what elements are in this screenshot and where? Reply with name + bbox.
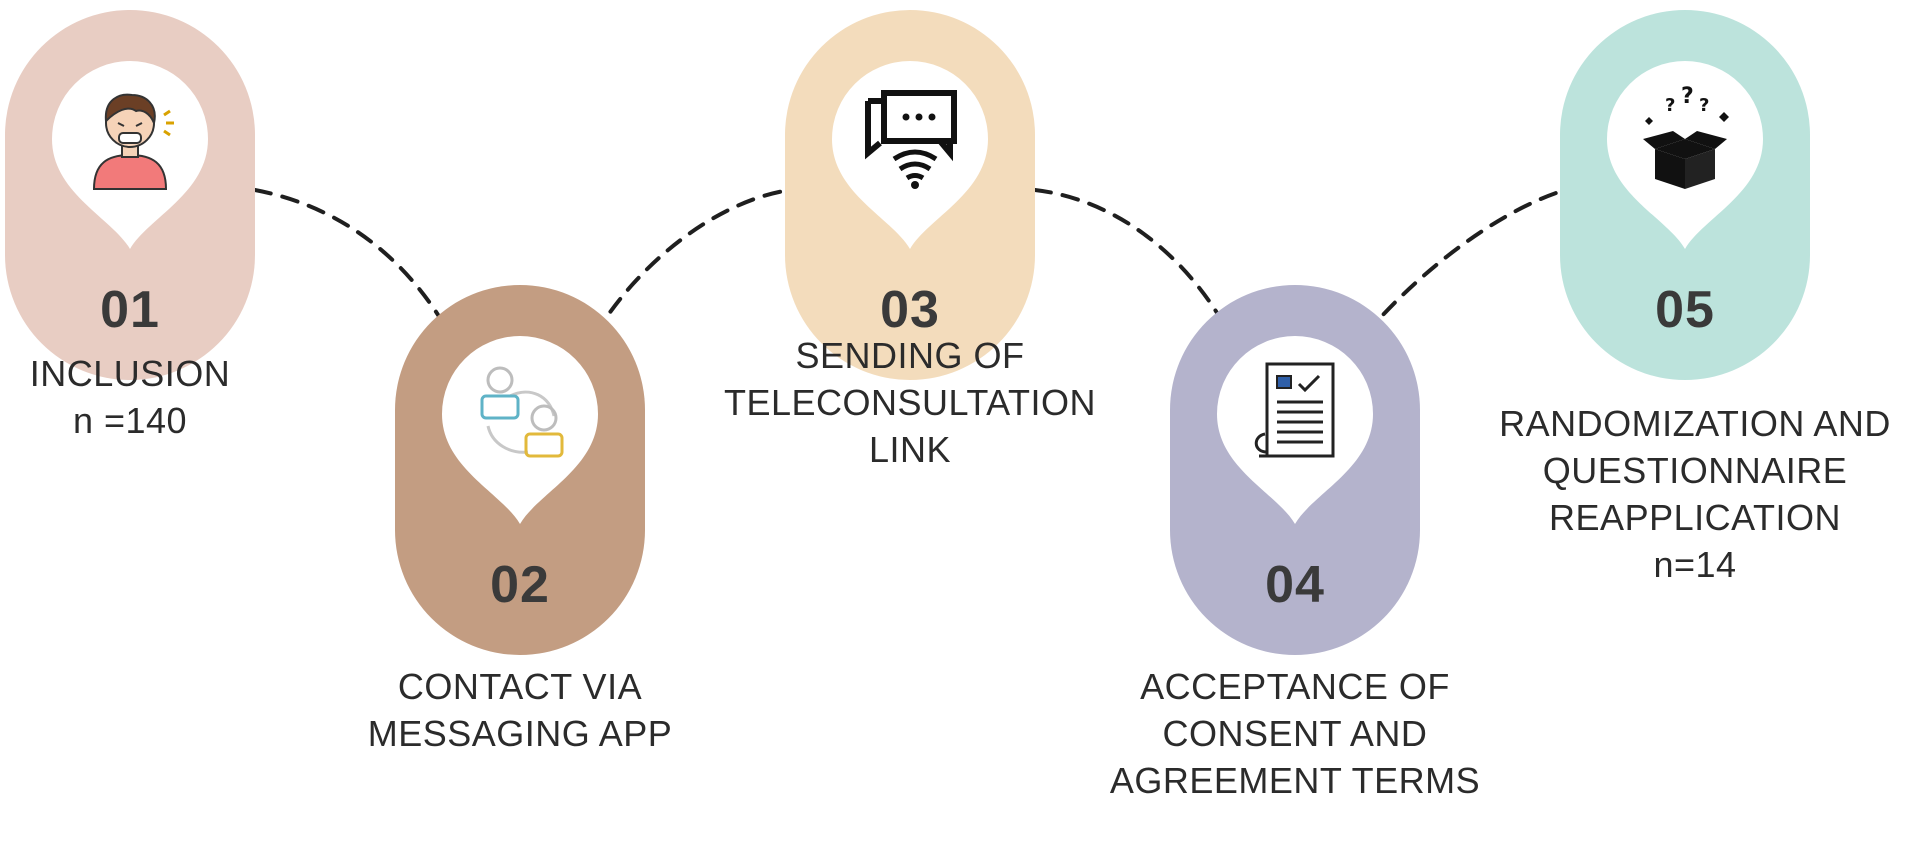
step-03-pill: 03 [785, 10, 1035, 380]
connector-01-02 [253, 188, 452, 337]
step-04-label-line: CONSENT AND [1162, 713, 1428, 754]
step-02-label-line: MESSAGING APP [367, 713, 673, 754]
svg-text:?: ? [1699, 95, 1709, 116]
step-01-label-line: INCLUSION [29, 353, 231, 394]
step-01-pin [42, 53, 218, 249]
person-sneezing-icon [92, 93, 174, 190]
step-03-pin [822, 53, 998, 249]
step-01-label: INCLUSION n =140 [0, 350, 260, 444]
step-02-pin [432, 328, 608, 524]
step-01-label-line: n =140 [72, 400, 188, 441]
step-04-pill: 04 [1170, 285, 1420, 655]
connector-02-03 [593, 188, 792, 337]
step-05-pin: ? ? ? [1597, 53, 1773, 249]
step-03-number: 03 [880, 281, 940, 339]
connector-04-05 [1363, 188, 1567, 337]
step-05-label: RANDOMIZATION AND QUESTIONNAIRE REAPPLIC… [1470, 400, 1920, 588]
chat-wifi-icon [865, 90, 957, 189]
step-04-label: ACCEPTANCE OF CONSENT AND AGREEMENT TERM… [1080, 663, 1510, 804]
step-04-label-line: AGREEMENT TERMS [1109, 760, 1481, 801]
consent-document-icon [1254, 362, 1335, 458]
step-05-number: 05 [1655, 281, 1715, 339]
mystery-box-icon: ? ? ? [1643, 84, 1729, 189]
step-03-label-line: LINK [868, 429, 952, 470]
step-02-number: 02 [490, 556, 550, 614]
svg-text:?: ? [1681, 84, 1694, 109]
step-03-label-line: SENDING OF [795, 335, 1025, 376]
step-04-label-line: ACCEPTANCE OF [1140, 666, 1450, 707]
step-01-number: 01 [100, 281, 160, 339]
step-05-pill: ? ? ? 05 [1560, 10, 1810, 380]
step-03-label: SENDING OF TELECONSULTATION LINK [690, 332, 1130, 473]
step-03-label-line: TELECONSULTATION [723, 382, 1097, 423]
svg-text:?: ? [1665, 95, 1675, 116]
step-05-label-line: QUESTIONNAIRE [1542, 450, 1848, 491]
step-04-number: 04 [1265, 556, 1325, 614]
connector-03-04 [1033, 188, 1232, 337]
step-04-pin [1207, 328, 1383, 524]
step-02-label: CONTACT VIA MESSAGING APP [320, 663, 720, 757]
step-01-pill: 01 [5, 10, 255, 380]
step-02-label-line: CONTACT VIA [397, 666, 643, 707]
contacts-exchange-icon [480, 366, 564, 458]
step-05-label-line: REAPPLICATION [1549, 497, 1841, 538]
step-05-label-line: RANDOMIZATION AND [1499, 403, 1891, 444]
step-02-pill: 02 [395, 285, 645, 655]
step-05-label-line: n=14 [1653, 544, 1737, 585]
